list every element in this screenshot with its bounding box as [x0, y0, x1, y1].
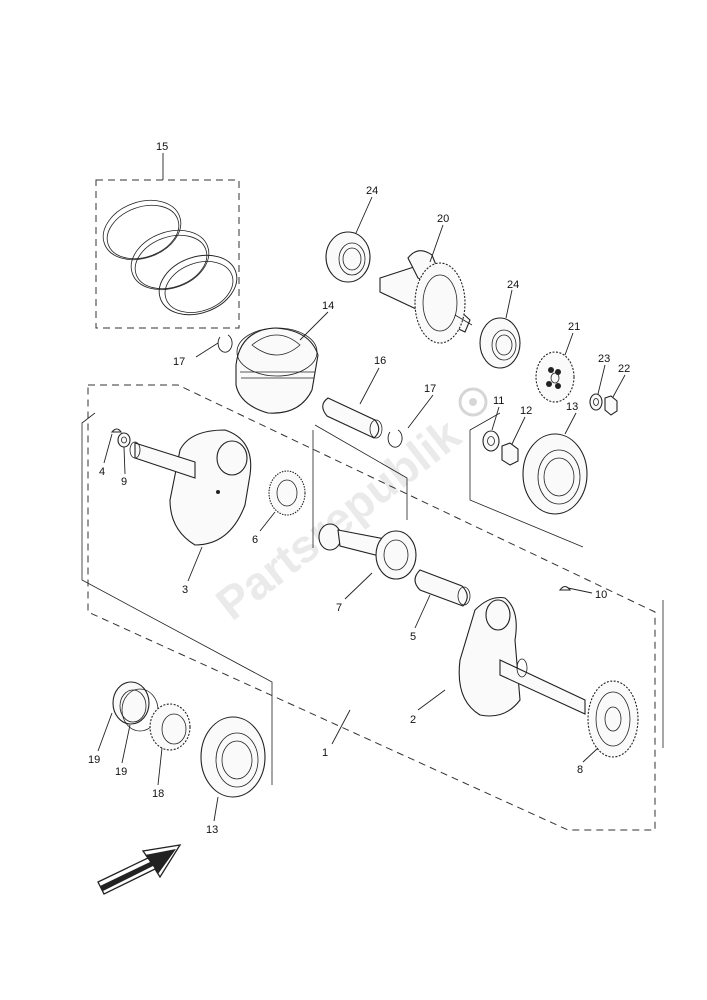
callout-9: 9 — [121, 476, 127, 488]
sleeve-gear-18 — [149, 703, 191, 751]
callout-15: 15 — [156, 141, 168, 153]
spacer-ring-19-a — [112, 681, 150, 725]
callout-22: 22 — [618, 363, 630, 375]
woodruff-key-10 — [558, 585, 572, 591]
piston-ring-set-box — [95, 179, 240, 329]
leader-lines — [97, 153, 626, 822]
piston-rings — [102, 199, 238, 316]
svg-text:Partsrepublik: Partsrepublik — [206, 408, 470, 630]
callout-19-left: 19 — [88, 754, 100, 766]
callout-3: 3 — [182, 584, 188, 596]
bearing-upper-right — [479, 317, 521, 369]
callout-18: 18 — [152, 788, 164, 800]
crank-bearing-right — [522, 433, 588, 515]
callout-19-right: 19 — [115, 766, 127, 778]
callout-8: 8 — [577, 764, 583, 776]
callout-17-right: 17 — [424, 383, 436, 395]
watermark: Partsrepublik — [206, 408, 470, 630]
nut-12 — [501, 442, 519, 466]
piston-pin — [322, 397, 383, 439]
washer-23-hole — [593, 398, 599, 406]
conrod-group-line — [314, 424, 408, 520]
callout-24-top: 24 — [366, 185, 378, 197]
balancer-drive-gear — [535, 351, 575, 403]
crankshaft-left-half — [129, 429, 252, 546]
right-crank-group-line — [469, 412, 584, 548]
callout-24-right: 24 — [507, 279, 519, 291]
callout-13-right: 13 — [566, 401, 578, 413]
circlip-left — [217, 334, 233, 353]
crankshaft-assembly-box — [87, 384, 656, 831]
callout-6: 6 — [252, 534, 258, 546]
piston — [235, 327, 319, 414]
washer-11 — [482, 430, 500, 452]
callout-1: 1 — [322, 747, 328, 759]
left-crank-group-line — [81, 412, 273, 785]
crankshaft-right-half — [458, 596, 586, 717]
nut-22 — [604, 395, 618, 416]
callout-12: 12 — [520, 405, 532, 417]
washer-11-hole — [487, 436, 495, 446]
watermark-logo — [458, 387, 488, 417]
connecting-rod — [318, 523, 417, 580]
woodruff-key-4 — [110, 428, 123, 433]
callout-14: 14 — [322, 300, 334, 312]
callout-13-left: 13 — [206, 824, 218, 836]
callout-7: 7 — [336, 602, 342, 614]
callout-2: 2 — [410, 714, 416, 726]
needle-bearing — [268, 470, 306, 516]
crank-bearing-left — [200, 716, 266, 798]
callout-20: 20 — [437, 213, 449, 225]
callout-23: 23 — [598, 353, 610, 365]
callout-21: 21 — [568, 321, 580, 333]
washer-23 — [589, 393, 603, 411]
callout-10: 10 — [595, 589, 607, 601]
callout-17-left: 17 — [173, 356, 185, 368]
balancer-shaft — [379, 250, 473, 344]
callout-5: 5 — [410, 631, 416, 643]
bearing-upper-left — [325, 231, 371, 283]
callout-4: 4 — [99, 466, 105, 478]
circlip-right — [387, 429, 403, 448]
spacer-9 — [117, 432, 131, 448]
front-direction-arrow-icon — [97, 844, 182, 895]
callout-labels: 15 24 20 24 21 14 23 22 17 16 17 11 12 1… — [88, 141, 630, 836]
callout-16: 16 — [374, 355, 386, 367]
crank-pin — [414, 569, 471, 607]
crank-gear — [587, 680, 639, 758]
callout-11: 11 — [493, 395, 504, 407]
